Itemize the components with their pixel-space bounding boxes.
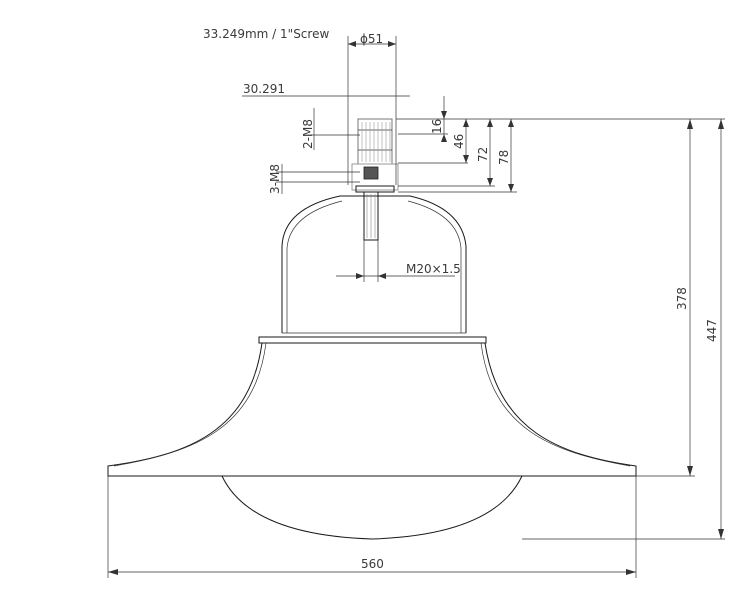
dim-46-label: 46 — [452, 134, 466, 149]
screw-fitting — [351, 118, 399, 241]
lamp-shade — [107, 195, 637, 540]
m8-2-label: 2-M8 — [301, 119, 315, 149]
dim-16-label: 16 — [430, 119, 444, 134]
height-378-label: 378 — [675, 287, 689, 310]
width-560-label: 560 — [361, 557, 384, 571]
dimension-arrows — [108, 41, 724, 575]
m8-3-label: 3-M8 — [268, 164, 282, 194]
height-447-label: 447 — [705, 319, 719, 342]
dim-78-label: 78 — [497, 150, 511, 165]
thread-hatch — [361, 122, 391, 162]
dimension-lines — [107, 36, 725, 578]
diameter-51-label: ϕ51 — [360, 32, 383, 46]
screw-spec-label: 33.249mm / 1"Screw — [203, 27, 329, 41]
dim-72-label: 72 — [476, 147, 490, 162]
dim-30-291-label: 30.291 — [243, 82, 285, 96]
thread-spec-label: M20×1.5 — [406, 262, 461, 276]
